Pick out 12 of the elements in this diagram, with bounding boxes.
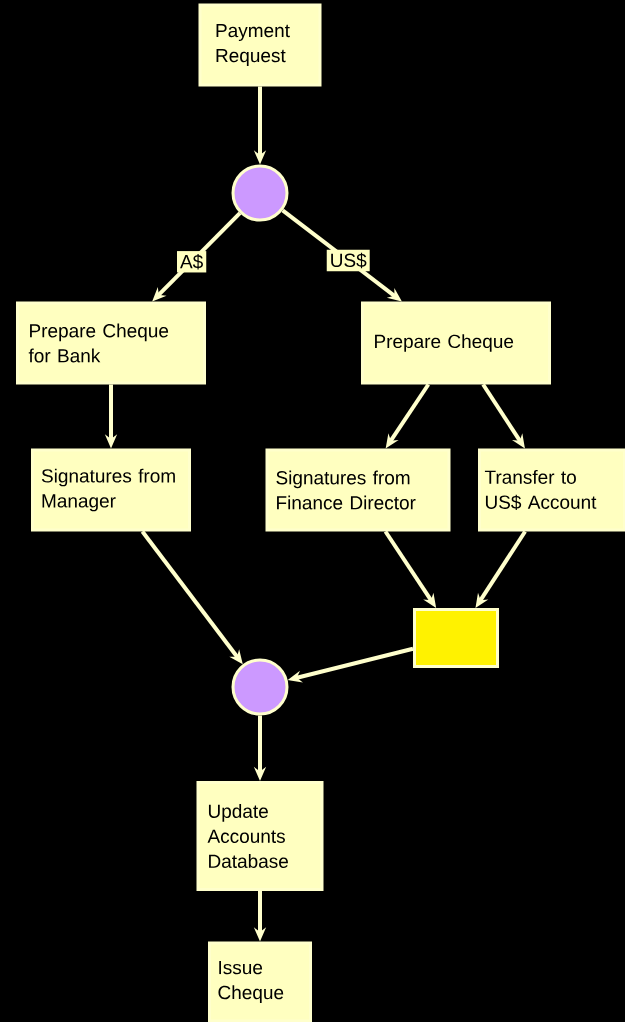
process-box: Payment Request bbox=[198, 3, 322, 87]
process-box: Issue Cheque bbox=[208, 941, 312, 1022]
junction-circle bbox=[231, 658, 289, 716]
process-box: Update Accounts Database bbox=[196, 781, 324, 891]
process-box: Transfer to US$ Account bbox=[478, 448, 625, 532]
process-box: Signatures from Finance Director bbox=[265, 448, 451, 532]
process-box: Signatures from Manager bbox=[31, 448, 191, 532]
process-box: Prepare Cheque bbox=[361, 301, 551, 385]
process-box: Prepare Cheque for Bank bbox=[16, 301, 206, 385]
merge-box bbox=[413, 608, 499, 668]
edge-label: A$ bbox=[177, 251, 207, 273]
junction-circle bbox=[231, 164, 289, 222]
